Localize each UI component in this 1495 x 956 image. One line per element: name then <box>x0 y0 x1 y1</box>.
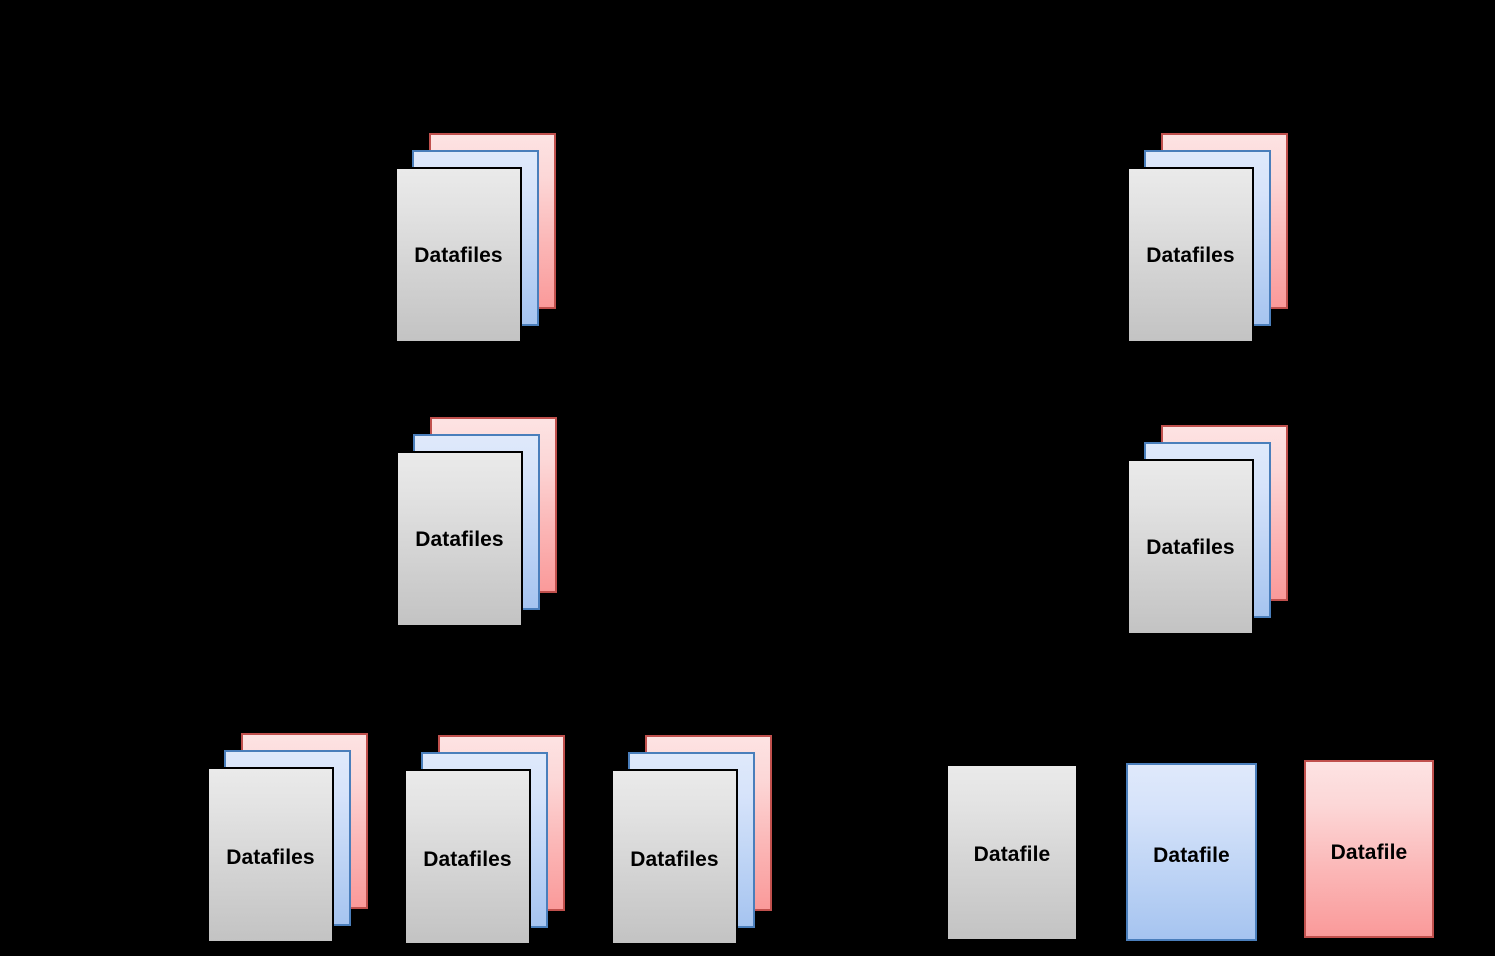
datafile-legend-box-blue[interactable]: Datafile <box>1126 763 1257 941</box>
datafiles-stack-label: Datafiles <box>630 848 719 871</box>
datafiles-stack-label: Datafiles <box>1146 244 1235 267</box>
datafiles-stack-label: Datafiles <box>415 528 504 551</box>
datafile-sheet-gray[interactable]: Datafiles <box>1127 167 1254 343</box>
datafile-legend-label: Datafile <box>1153 844 1230 867</box>
datafile-sheet-gray[interactable]: Datafiles <box>1127 459 1254 635</box>
datafile-sheet-gray[interactable]: Datafiles <box>404 769 531 945</box>
datafile-legend-box-gray[interactable]: Datafile <box>948 766 1076 939</box>
datafiles-stack-label: Datafiles <box>1146 536 1235 559</box>
datafiles-stack-label: Datafiles <box>226 846 315 869</box>
datafile-sheet-gray[interactable]: Datafiles <box>207 767 334 943</box>
datafile-sheet-gray[interactable]: Datafiles <box>396 451 523 627</box>
datafile-sheet-gray[interactable]: Datafiles <box>395 167 522 343</box>
datafile-legend-box-red[interactable]: Datafile <box>1304 760 1434 938</box>
datafiles-stack-label: Datafiles <box>414 244 503 267</box>
datafile-legend-label: Datafile <box>1330 841 1408 864</box>
datafiles-stack-label: Datafiles <box>423 848 512 871</box>
datafile-legend-label: Datafile <box>973 843 1051 866</box>
datafile-sheet-gray[interactable]: Datafiles <box>611 769 738 945</box>
